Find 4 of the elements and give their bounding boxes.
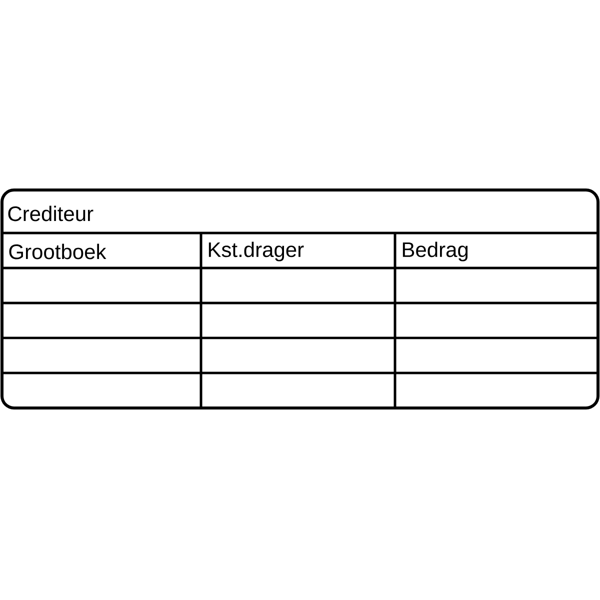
- column-header: Bedrag: [402, 242, 468, 262]
- column-header: Kst.drager: [208, 242, 304, 262]
- table-title: Crediteur: [8, 206, 94, 222]
- column-header: Grootboek: [9, 244, 106, 260]
